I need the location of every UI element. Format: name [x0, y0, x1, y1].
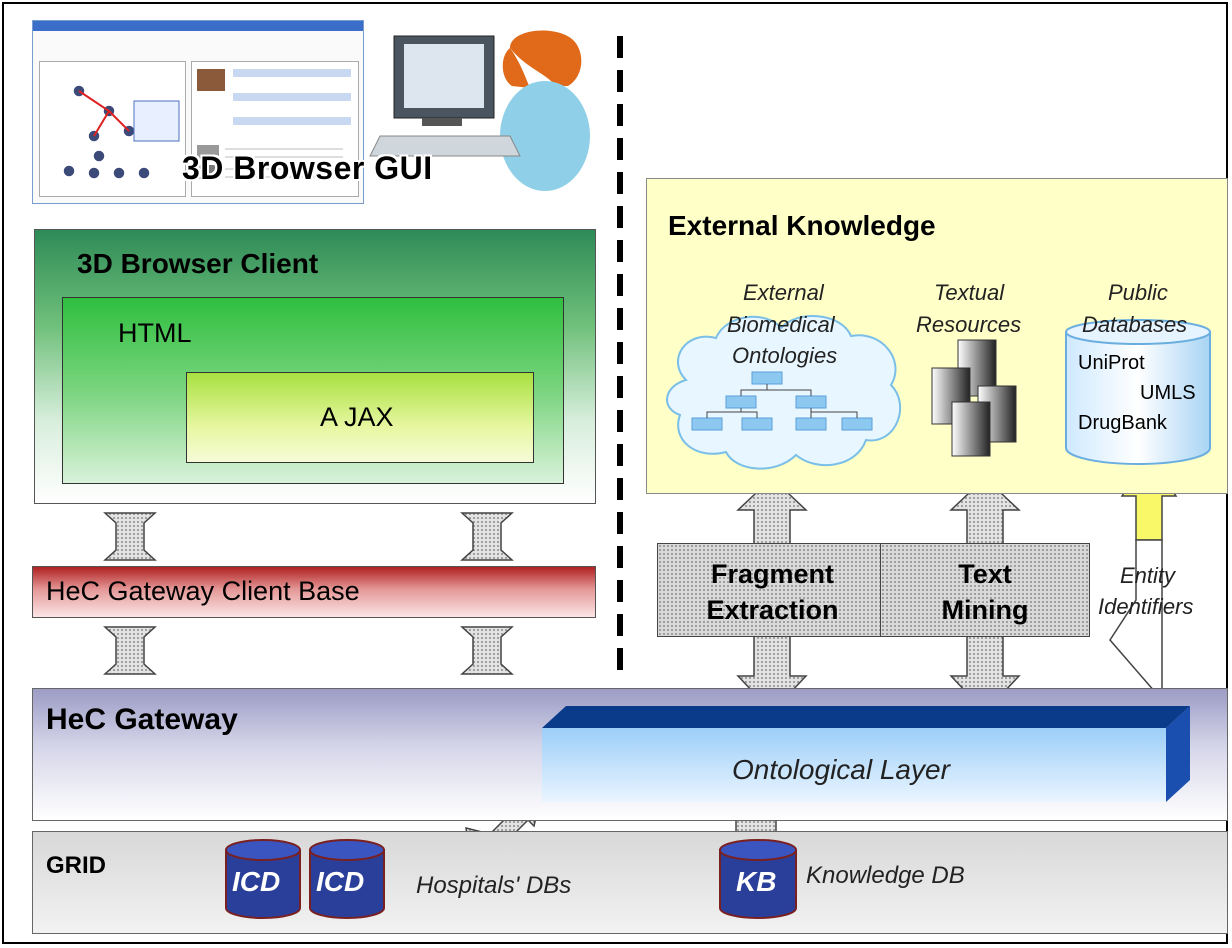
fragment-line1: Fragment: [710, 559, 835, 589]
ajax-label: A JAX: [320, 402, 394, 432]
documents-icon: [931, 339, 1017, 457]
hospitals-label: Hospitals' DBs: [416, 872, 572, 899]
ontologies-line2: Biomedical: [727, 312, 835, 337]
public-databases-icon: [1065, 319, 1211, 465]
separator-line: [617, 36, 623, 672]
ontological-layer-label: Ontological Layer: [732, 754, 950, 785]
gui-label: 3D Browser GUI: [182, 150, 433, 186]
gateway-client-label: HeC Gateway Client Base: [46, 576, 360, 606]
entity-line2: Identifiers: [1098, 594, 1194, 619]
gui-screenshot: [32, 20, 364, 204]
entity-arrow-body: [1109, 539, 1163, 703]
html-label: HTML: [118, 318, 192, 348]
entity-line1: Entity: [1120, 563, 1176, 588]
icd-label-1: ICD: [232, 866, 281, 897]
icd-label-2: ICD: [316, 866, 365, 897]
textual-line1: Textual: [934, 280, 1005, 305]
external-knowledge-title: External Knowledge: [668, 210, 936, 241]
grid-box: [32, 831, 1228, 934]
text-mining-box: Text Mining: [880, 543, 1090, 637]
databases-line1: Public: [1108, 280, 1168, 305]
database-uniprot: UniProt: [1078, 352, 1145, 374]
client-connector-right-2: [460, 626, 514, 675]
kb-cylinder-icon: [719, 839, 797, 919]
gateway-client-box: [32, 566, 596, 618]
fragment-extraction-box: Fragment Extraction: [657, 543, 888, 637]
ontologies-line3: Ontologies: [732, 343, 838, 368]
ajax-box: [186, 372, 534, 463]
browser-client-title: 3D Browser Client: [77, 248, 319, 279]
kb-label: KB: [736, 866, 777, 897]
hec-gateway-title: HeC Gateway: [46, 703, 238, 736]
icd-cylinders-icon: [225, 839, 385, 919]
client-connector-left-2: [103, 626, 157, 675]
user-at-computer-icon: [369, 30, 590, 191]
databases-line2: Databases: [1082, 312, 1188, 337]
textual-line2: Resources: [916, 312, 1022, 337]
database-umls: UMLS: [1140, 382, 1196, 404]
client-connector-right-1: [460, 512, 514, 561]
database-drugbank: DrugBank: [1078, 412, 1167, 434]
client-connector-left-1: [103, 512, 157, 561]
knowledge-db-label: Knowledge DB: [806, 862, 965, 889]
ontological-layer-slab: [542, 706, 1190, 802]
mining-line1: Text: [958, 559, 1012, 589]
grid-title: GRID: [46, 852, 106, 879]
fragment-line2: Extraction: [706, 595, 839, 625]
ontologies-line1: External: [743, 280, 824, 305]
mining-line2: Mining: [941, 595, 1029, 625]
ontologies-cloud-icon: [666, 315, 901, 470]
